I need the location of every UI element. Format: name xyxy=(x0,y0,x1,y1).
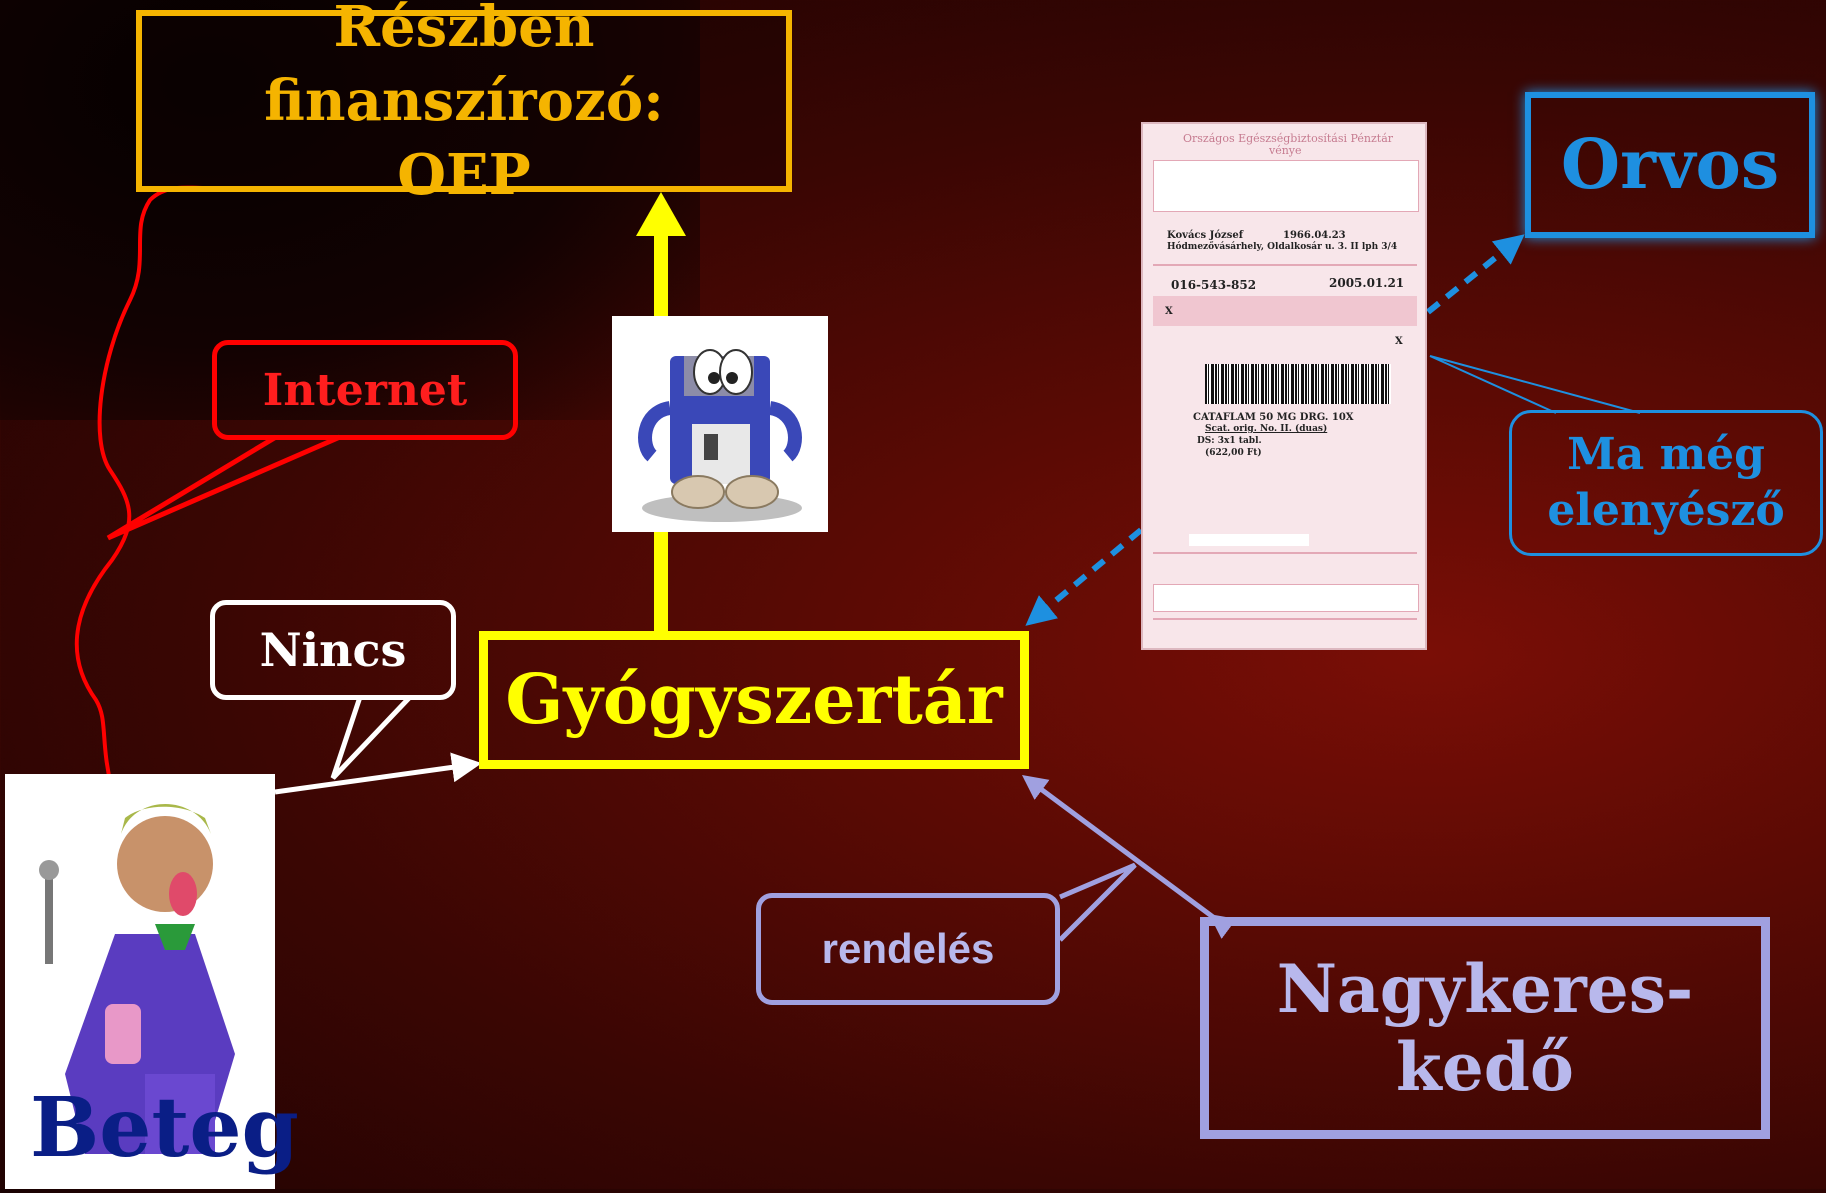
prescription-taj: 016-543-852 xyxy=(1171,278,1257,292)
prescription-form: Országos Egészségbiztosítási Pénztár vén… xyxy=(1141,122,1427,650)
prescription-to-doctor-arrow xyxy=(1426,234,1525,315)
wholesaler-label-line1: Nagykeres- xyxy=(1276,950,1694,1028)
internet-line xyxy=(74,185,245,791)
ma-callout-line2: elenyésző xyxy=(1547,485,1785,536)
internet-callout-label: Internet xyxy=(262,364,468,416)
background-shade xyxy=(0,0,700,420)
pharmacy-box: Gyógyszertár xyxy=(479,631,1029,769)
prescription-barcode xyxy=(1205,364,1391,404)
prescription-price: (622,00 Ft) xyxy=(1205,448,1262,458)
internet-callout-tail xyxy=(106,434,341,541)
pharmacy-to-oep-arrowhead xyxy=(636,192,686,236)
patient-label: Beteg xyxy=(30,1080,299,1176)
nincs-callout-label: Nincs xyxy=(259,623,407,677)
prescription-drug: CATAFLAM 50 MG DRG. 10X xyxy=(1193,412,1354,423)
patient-to-pharmacy-arrow xyxy=(274,752,482,795)
ma-callout-line1: Ma még xyxy=(1567,429,1765,480)
doctor-label: Orvos xyxy=(1560,125,1780,205)
wholesaler-box: Nagykeres- kedő xyxy=(1200,917,1770,1139)
rendeles-callout-label: rendelés xyxy=(821,925,995,972)
pharmacy-label: Gyógyszertár xyxy=(505,660,1003,740)
prescription-date: 2005.01.21 xyxy=(1329,276,1405,290)
nincs-callout: Nincs xyxy=(210,600,456,700)
financer-label-line2: OEP xyxy=(397,142,531,208)
prescription-sig2: DS: 3x1 tabl. xyxy=(1197,436,1262,446)
financer-oep-box: Részben finanszírozó: OEP xyxy=(136,0,792,208)
prescription-patient-name: Kovács József xyxy=(1167,230,1244,241)
doctor-box: Orvos xyxy=(1525,92,1815,238)
ma-meg-elenyeszo-callout: Ma még elenyésző xyxy=(1509,410,1823,556)
prescription-header-line1: Országos Egészségbiztosítási Pénztár xyxy=(1183,132,1394,145)
pharmacy-wholesaler-arrow xyxy=(1021,775,1237,939)
prescription-mark-2: X xyxy=(1395,336,1403,347)
prescription-address: Hódmezővásárhely, Oldalkosár u. 3. II lp… xyxy=(1167,242,1398,252)
rendeles-callout-tail xyxy=(1058,862,1137,942)
prescription-sig1: Scat. orig. No. II. (duas) xyxy=(1205,424,1328,434)
wholesaler-label-line2: kedő xyxy=(1396,1028,1574,1106)
floppy-disk-mascot-icon xyxy=(612,316,828,532)
prescription-birth-date: 1966.04.23 xyxy=(1283,230,1346,241)
prescription-header-line2: vénye xyxy=(1269,144,1302,157)
patient-figure-icon xyxy=(5,774,275,1189)
financer-label-line1: Részben finanszírozó: xyxy=(264,0,664,134)
prescription-mark-1: X xyxy=(1165,306,1173,317)
ma-callout-tail xyxy=(1429,355,1641,414)
nincs-callout-tail xyxy=(330,695,412,780)
internet-callout: Internet xyxy=(212,340,518,440)
rendeles-callout: rendelés xyxy=(756,893,1060,1005)
prescription-to-pharmacy-arrow xyxy=(1025,527,1143,626)
